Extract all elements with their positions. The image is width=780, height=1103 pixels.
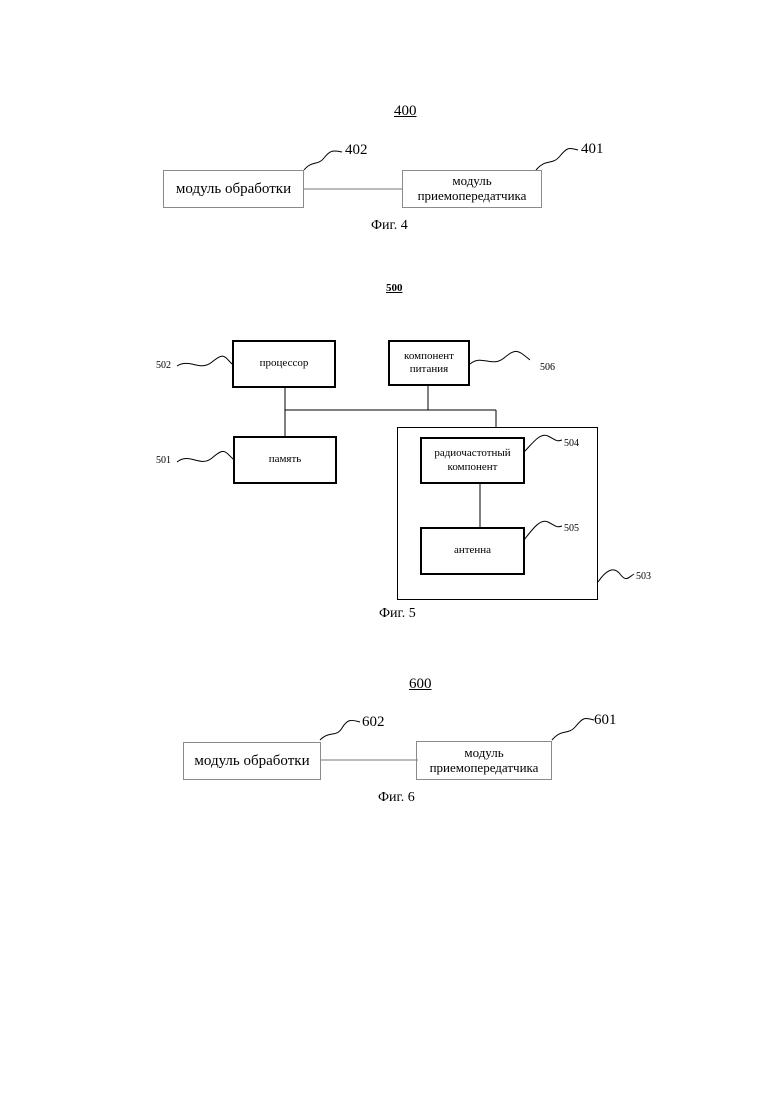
fig5-leader-506: [470, 351, 530, 364]
fig5-memory-box: память: [233, 436, 337, 484]
fig6-transceiver-module: модуль приемопередатчика: [416, 741, 552, 780]
fig6-number: 600: [409, 676, 432, 693]
fig5-antenna-box: антенна: [420, 527, 525, 575]
fig5-leader-501: [177, 451, 234, 462]
fig6-ref-processing: 602: [362, 714, 385, 731]
fig4-caption: Фиг. 4: [371, 218, 408, 234]
fig6-transceiver-label: модуль приемопередатчика: [425, 746, 543, 776]
fig4-number: 400: [394, 103, 417, 120]
fig6-processing-label: модуль обработки: [194, 753, 309, 770]
fig5-memory-label: память: [269, 453, 302, 466]
fig4-transceiver-module: модуль приемопередатчика: [402, 170, 542, 208]
fig4-transceiver-label: модуль приемопередатчика: [411, 174, 533, 204]
fig5-antenna-label: антенна: [454, 544, 491, 557]
fig5-rf-label: радиочастотный компонент: [426, 447, 519, 473]
fig6-ref-transceiver: 601: [594, 712, 617, 729]
fig5-ref-container: 503: [636, 571, 651, 582]
fig5-number: 500: [386, 282, 403, 294]
fig6-leader-601: [552, 718, 594, 740]
fig5-ref-memory: 501: [156, 455, 171, 466]
fig4-leader-402: [304, 151, 342, 170]
fig6-leader-602: [320, 720, 360, 740]
fig5-rf-box: радиочастотный компонент: [420, 437, 525, 484]
fig5-processor-label: процессор: [260, 357, 309, 370]
fig5-ref-rf: 504: [564, 438, 579, 449]
fig6-processing-module: модуль обработки: [183, 742, 321, 780]
fig4-leader-401: [536, 148, 578, 170]
fig5-leader-503: [598, 570, 634, 582]
fig5-power-label: компонент питания: [394, 350, 464, 376]
fig4-processing-module: модуль обработки: [163, 170, 304, 208]
fig4-ref-processing: 402: [345, 142, 368, 159]
fig5-leader-502: [177, 356, 232, 366]
fig5-power-box: компонент питания: [388, 340, 470, 386]
fig5-caption: Фиг. 5: [379, 606, 416, 622]
fig4-ref-transceiver: 401: [581, 141, 604, 158]
fig5-ref-processor: 502: [156, 360, 171, 371]
fig5-ref-antenna: 505: [564, 523, 579, 534]
fig5-ref-power: 506: [540, 362, 555, 373]
fig6-caption: Фиг. 6: [378, 790, 415, 806]
fig5-processor-box: процессор: [232, 340, 336, 388]
fig4-processing-label: модуль обработки: [176, 181, 291, 198]
